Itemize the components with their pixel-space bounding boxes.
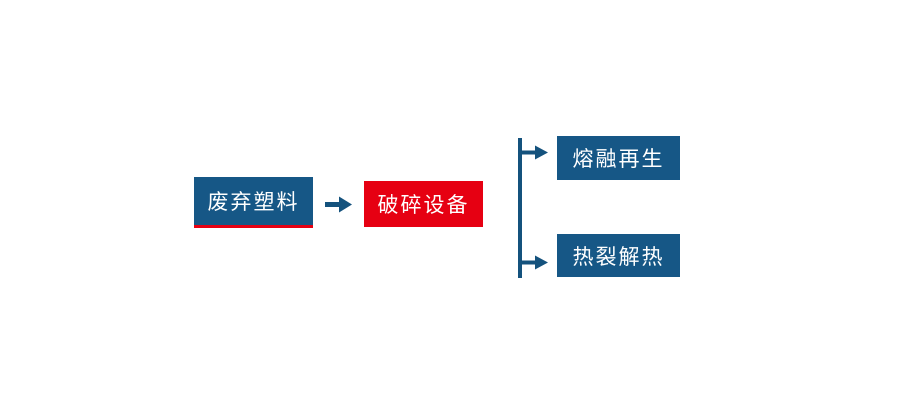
arrow-to-pyrolysis-heat-icon <box>520 255 548 270</box>
node-pyrolysis-heat: 热裂解热 <box>557 234 680 277</box>
node-waste-plastic: 废弃塑料 <box>194 177 313 228</box>
node-crushing-equipment-label: 破碎设备 <box>377 194 470 217</box>
node-melt-regeneration: 熔融再生 <box>557 136 680 180</box>
node-waste-plastic-label: 废弃塑料 <box>207 191 300 214</box>
node-crushing-equipment: 破碎设备 <box>364 181 483 227</box>
node-melt-regeneration-label: 熔融再生 <box>572 148 665 171</box>
branch-connector <box>518 138 548 278</box>
arrow-waste-to-crushing-icon <box>325 196 352 213</box>
node-pyrolysis-heat-label: 热裂解热 <box>572 245 665 269</box>
arrow-to-melt-regeneration-icon <box>520 145 548 160</box>
